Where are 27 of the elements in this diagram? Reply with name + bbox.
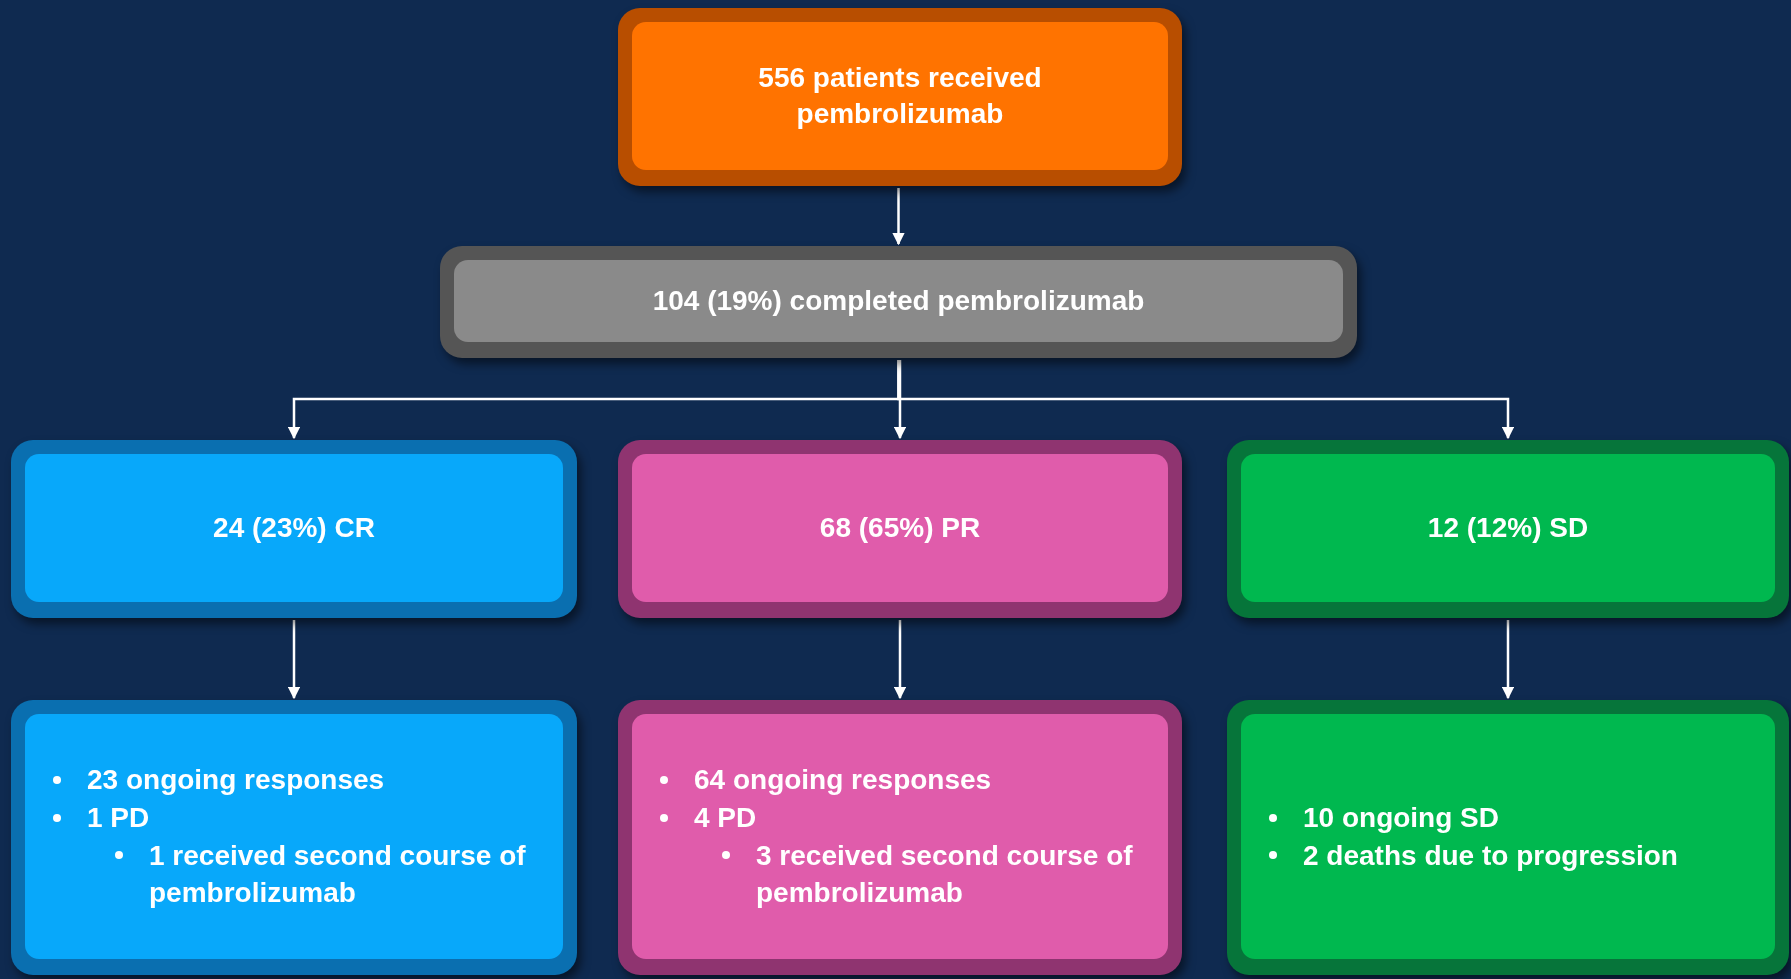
outcome-box (11, 700, 577, 975)
arrow (892, 188, 905, 246)
box-label: 556 patients received pembrolizumab (757, 60, 1043, 131)
bullet-text: 10 ongoing SD (1303, 800, 1499, 835)
process-box (618, 440, 1182, 618)
process-box (1227, 440, 1789, 618)
box-label: 104 (19%) completed pembrolizumab (652, 283, 1146, 318)
arrow (897, 360, 1515, 440)
bullet-text: 3 received second course of pembrolizumab (756, 838, 1134, 911)
arrow (287, 620, 301, 700)
box-label: 68 (65%) PR (819, 510, 982, 545)
process-box (440, 246, 1357, 358)
bullet-text: 1 received second course of pembrolizumab (149, 838, 527, 911)
arrow (893, 360, 907, 440)
outcome-box (618, 700, 1182, 975)
box-label: 24 (23%) CR (213, 510, 376, 545)
arrow (1501, 620, 1515, 700)
box-label: 12 (12%) SD (1427, 510, 1590, 545)
arrow (893, 620, 907, 700)
bullet-text: 23 ongoing responses (87, 762, 385, 797)
bullet-text: 1 PD (87, 800, 150, 835)
bullet-text: 64 ongoing responses (694, 762, 992, 797)
bullet-text: 2 deaths due to progression (1303, 838, 1678, 873)
outcome-box (1227, 700, 1789, 975)
bullet-text: 4 PD (694, 800, 757, 835)
process-box (618, 8, 1182, 186)
process-box (11, 440, 577, 618)
